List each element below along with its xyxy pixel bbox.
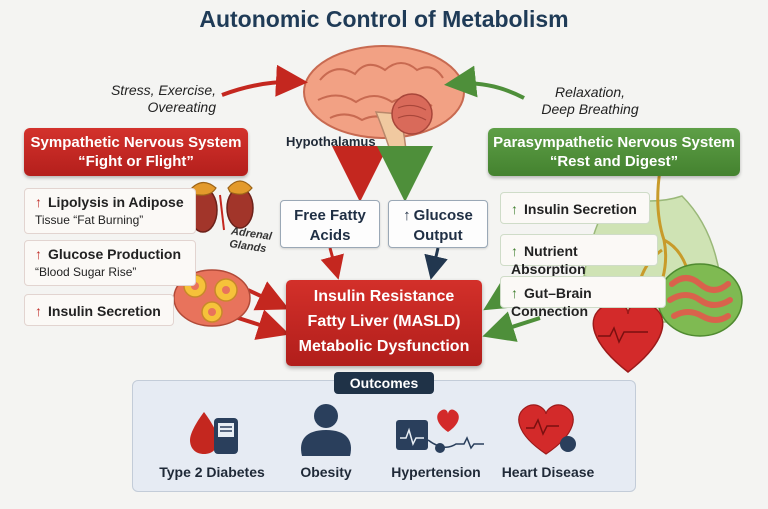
outcome-hypertension: Hypertension (391, 464, 481, 480)
glucose-output-box: ↑Glucose Output (388, 200, 488, 248)
adrenal-glands-icon (188, 180, 254, 233)
para-effect-absorption: ↑Nutrient Absorption (500, 234, 658, 277)
glucose-line-1: Glucose (413, 207, 473, 224)
sympathetic-system-box: Sympathetic Nervous System “Fight or Fli… (24, 128, 248, 176)
glucose-line-2: Output (413, 227, 463, 244)
effect-line-1: Gut–Brain Connection (511, 285, 592, 319)
increase-arrow-icon: ↑ (511, 285, 518, 301)
ffa-to-central-arrow (320, 247, 344, 280)
hypothalamus-label: Hypothalamus (286, 134, 376, 149)
central-line-3: Metabolic Dysfunction (298, 338, 470, 355)
increase-arrow-icon: ↑ (35, 303, 42, 319)
outcome-heart-disease: Heart Disease (501, 464, 595, 480)
sympathetic-title: Sympathetic Nervous System (30, 134, 242, 151)
free-fatty-acids-box: Free Fatty Acids (280, 200, 380, 248)
increase-arrow-icon: ↑ (35, 194, 42, 210)
sympathetic-effect-insulin: ↑ Insulin Secretion (24, 294, 174, 326)
stress-trigger-line-2: Overeating (147, 99, 216, 115)
increase-arrow-icon: ↑ (35, 246, 42, 262)
outcomes-label: Outcomes (334, 372, 434, 394)
sympathetic-effect-glucose: ↑ Glucose Production “Blood Sugar Rise” (24, 240, 196, 286)
brain-icon (303, 45, 465, 151)
blood-drop-glucose-meter-icon (190, 412, 238, 454)
central-outcome-box: Insulin Resistance Fatty Liver (MASLD) M… (286, 280, 482, 366)
relax-trigger-line-1: Relaxation, (554, 84, 626, 100)
adrenal-to-central-arrow-2 (231, 309, 290, 340)
sympathetic-subtitle: “Fight or Flight” (78, 153, 194, 170)
ffa-line-2: Acids (309, 227, 351, 244)
para-effect-insulin: ↑ Insulin Secretion (500, 192, 650, 224)
effect-line-1: Nutrient Absorption (511, 243, 586, 277)
effect-line-1: Insulin Secretion (48, 303, 161, 319)
increase-arrow-icon: ↑ (403, 207, 411, 224)
relax-trigger-line-2: Deep Breathing (541, 101, 639, 117)
sympathetic-effect-lipolysis: ↑ Lipolysis in Adipose Tissue “Fat Burnin… (24, 188, 196, 234)
effect-line-2: Tissue “Fat Burning” (35, 213, 144, 227)
effect-line-1: Glucose Production (48, 246, 182, 262)
effect-line-2: “Blood Sugar Rise” (35, 265, 137, 279)
central-line-1: Insulin Resistance (313, 288, 455, 305)
ffa-line-1: Free Fatty (294, 207, 366, 224)
stress-trigger-line-1: Stress, Exercise, (110, 82, 216, 98)
increase-arrow-icon: ↑ (511, 201, 518, 217)
heart-icon (592, 302, 664, 373)
glucose-to-central-arrow (424, 247, 448, 280)
relax-trigger: Relaxation, Deep Breathing (530, 84, 650, 118)
increase-arrow-icon: ↑ (511, 243, 518, 259)
para-to-central-arrow-2 (482, 311, 541, 342)
parasympathetic-title: Parasympathetic Nervous System (493, 134, 735, 151)
effect-line-1: Insulin Secretion (524, 201, 637, 217)
page-title: Autonomic Control of Metabolism (199, 6, 569, 32)
relax-arrow (444, 65, 525, 100)
central-line-2: Fatty Liver (MASLD) (307, 313, 461, 330)
blood-pressure-monitor-icon (396, 409, 484, 453)
adrenal-to-central-arrow-1 (247, 281, 290, 311)
para-effect-gut-brain: ↑Gut–Brain Connection (500, 276, 666, 319)
outcome-obesity: Obesity (300, 464, 352, 480)
effect-line-1: Lipolysis in Adipose (48, 194, 184, 210)
parasympathetic-subtitle: “Rest and Digest” (549, 153, 679, 170)
stress-trigger: Stress, Exercise, Overeating (96, 82, 216, 116)
stress-arrow (221, 64, 308, 97)
outcome-type-2-diabetes: Type 2 Diabetes (159, 464, 265, 480)
obese-person-icon (301, 404, 351, 456)
heart-disease-icon (518, 404, 576, 455)
parasympathetic-system-box: Parasympathetic Nervous System “Rest and… (488, 128, 740, 176)
